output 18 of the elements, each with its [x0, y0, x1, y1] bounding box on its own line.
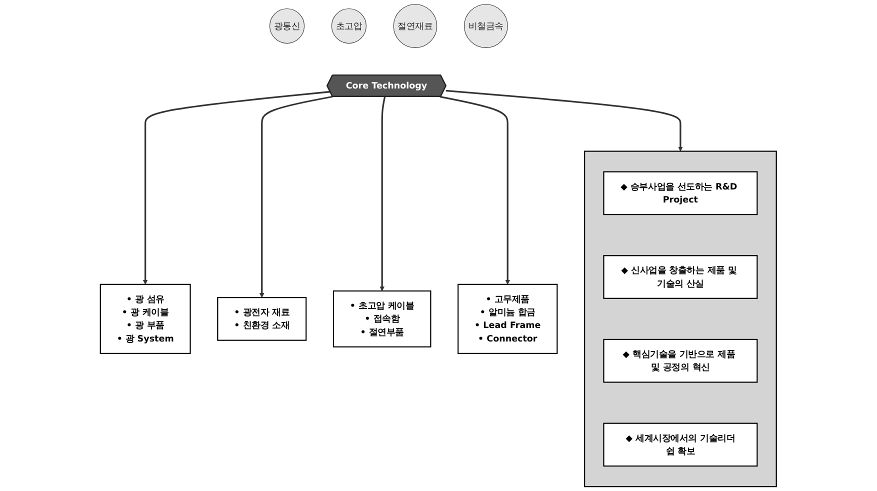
node-box: ◆ 세계시장에서의 기술리더쉽 확보 — [603, 422, 758, 467]
node-box: ◆ 핵심기술을 기반으로 제품 및 공정의 혁신 — [603, 338, 758, 383]
node-box: • 광 섬유 • 광 케이블 • 광 부품 • 광 System — [100, 284, 191, 354]
node-box: • 초고압 케이블 • 접속함 • 절연부품 — [333, 290, 432, 348]
arrow — [143, 90, 330, 285]
node-box: ◆ 신사업을 창출하는 제품 및 기술의 산실 — [603, 255, 758, 299]
node-box: ◆ 승부사업을 선도하는 R&D Project — [603, 171, 758, 216]
arrow — [260, 96, 333, 298]
node-box: • 고무제품 • 알미늄 합금 • Lead Frame • Connector — [458, 284, 558, 354]
node-circle: 광통신 — [270, 8, 305, 44]
arrow — [380, 96, 386, 292]
node-circle: 비철금속 — [464, 4, 508, 48]
arrow — [440, 96, 510, 285]
cluster — [584, 150, 778, 488]
node-box: • 광전자 재료 • 친환경 소재 — [217, 297, 307, 341]
arrow — [446, 90, 683, 152]
node-circle: 초고압 — [332, 8, 367, 44]
node-circle: 절연재료 — [393, 4, 438, 48]
